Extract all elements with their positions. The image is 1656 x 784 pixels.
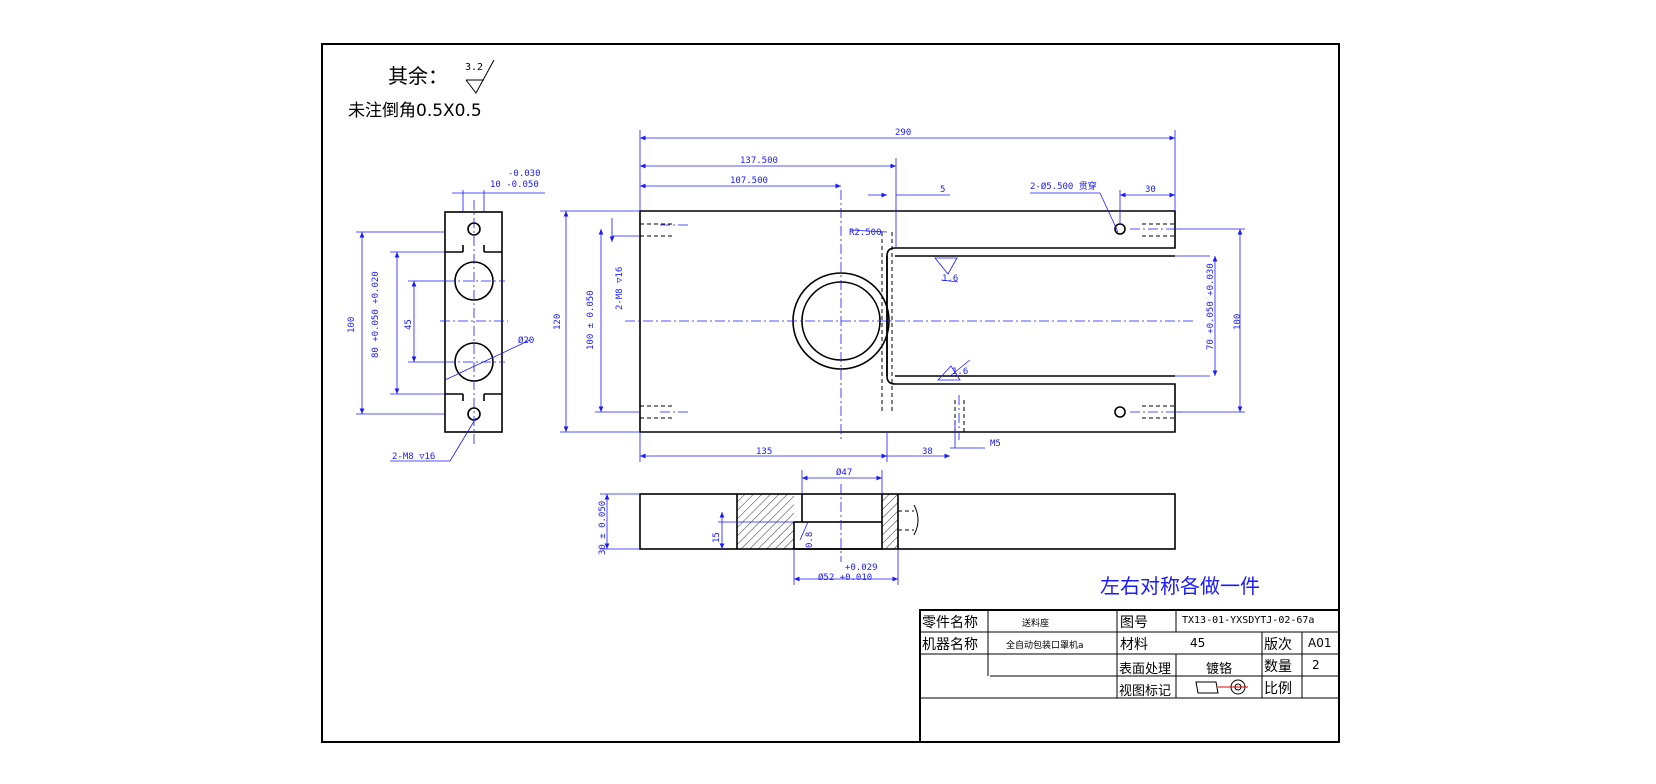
sheet-border bbox=[321, 43, 1340, 743]
dim-section-step: 0.8 bbox=[805, 532, 815, 548]
dim-section-depth: 15 bbox=[712, 532, 722, 543]
dim-section-thickness: 30 ± 0.050 bbox=[598, 501, 608, 555]
dim-front-radius: R2.500 bbox=[849, 228, 882, 238]
front-view bbox=[639, 210, 1176, 433]
tb-drawing-no-label: 图号 bbox=[1120, 615, 1148, 631]
dim-front-thread: 2-M8 ▽16 bbox=[615, 267, 625, 310]
rest-label: 其余： bbox=[388, 64, 448, 88]
section-view bbox=[639, 493, 1176, 550]
tb-surface: 镀铬 bbox=[1206, 662, 1233, 677]
dim-front-hole: 2-Ø5.500 贯穿 bbox=[1030, 180, 1097, 192]
tb-machine-name-label: 机器名称 bbox=[922, 637, 978, 653]
dim-front-107: 107.500 bbox=[730, 176, 768, 186]
dim-front-right-h: 100 bbox=[1233, 314, 1243, 330]
tb-drawing-no: TX13-01-YXSDYTJ-02-67a bbox=[1182, 615, 1315, 626]
dim-side-thread: 2-M8 ▽16 bbox=[392, 452, 435, 462]
symmetric-note: 左右对称各做一件 bbox=[1100, 574, 1260, 598]
tb-scale-label: 比例 bbox=[1264, 681, 1292, 697]
title-block bbox=[919, 609, 1340, 743]
tb-version-label: 版次 bbox=[1264, 637, 1292, 653]
dim-side-height: 100 bbox=[347, 317, 357, 333]
tb-surface-label: 表面处理 bbox=[1119, 662, 1172, 677]
dim-front-38: 38 bbox=[922, 447, 933, 457]
dim-side-spacing: 45 bbox=[404, 319, 414, 330]
tb-quantity-label: 数量 bbox=[1264, 659, 1292, 675]
dim-front-overall: 290 bbox=[895, 128, 911, 138]
tb-view-mark-label: 视图标记 bbox=[1119, 684, 1172, 699]
tb-material-label: 材料 bbox=[1120, 637, 1148, 653]
tb-part-name: 送料座 bbox=[1022, 619, 1050, 629]
dim-front-137: 137.500 bbox=[740, 156, 778, 166]
tb-machine-name: 全自动包装口罩机a bbox=[1006, 641, 1084, 651]
dim-front-slot: 70 +0.050 +0.030 bbox=[1206, 263, 1216, 350]
tb-version: A01 bbox=[1308, 636, 1332, 650]
dim-section-bore: Ø52 +0.010 bbox=[818, 572, 872, 583]
dim-section-bore-top: Ø47 bbox=[836, 467, 852, 478]
chamfer-note: 未注倒角0.5X0.5 bbox=[348, 101, 482, 121]
roughness-label-1: 1.6 bbox=[942, 274, 958, 284]
dim-side-width: 10 -0.050 bbox=[490, 180, 539, 190]
dim-side-width-tol: -0.030 bbox=[508, 169, 541, 179]
tb-part-name-label: 零件名称 bbox=[922, 615, 978, 631]
side-view bbox=[444, 211, 503, 433]
roughness-value: 3.2 bbox=[465, 62, 484, 73]
dim-section-bore-tol: +0.029 bbox=[845, 563, 878, 573]
dim-front-end: 30 bbox=[1145, 185, 1156, 195]
dim-front-gap: 5 bbox=[940, 185, 945, 195]
roughness-symbol bbox=[465, 59, 495, 94]
tb-quantity: 2 bbox=[1312, 658, 1320, 672]
dim-front-height: 120 bbox=[553, 314, 563, 330]
roughness-label-2: 1.6 bbox=[952, 367, 968, 377]
dim-front-inner-h: 100 ± 0.050 bbox=[586, 290, 596, 350]
dim-front-135: 135 bbox=[756, 447, 772, 457]
dim-side-inner: 80 +0.050 +0.020 bbox=[371, 271, 381, 358]
dim-front-m5: M5 bbox=[990, 439, 1001, 449]
tb-material: 45 bbox=[1190, 636, 1206, 650]
dim-side-hole: Ø20 bbox=[518, 335, 534, 346]
